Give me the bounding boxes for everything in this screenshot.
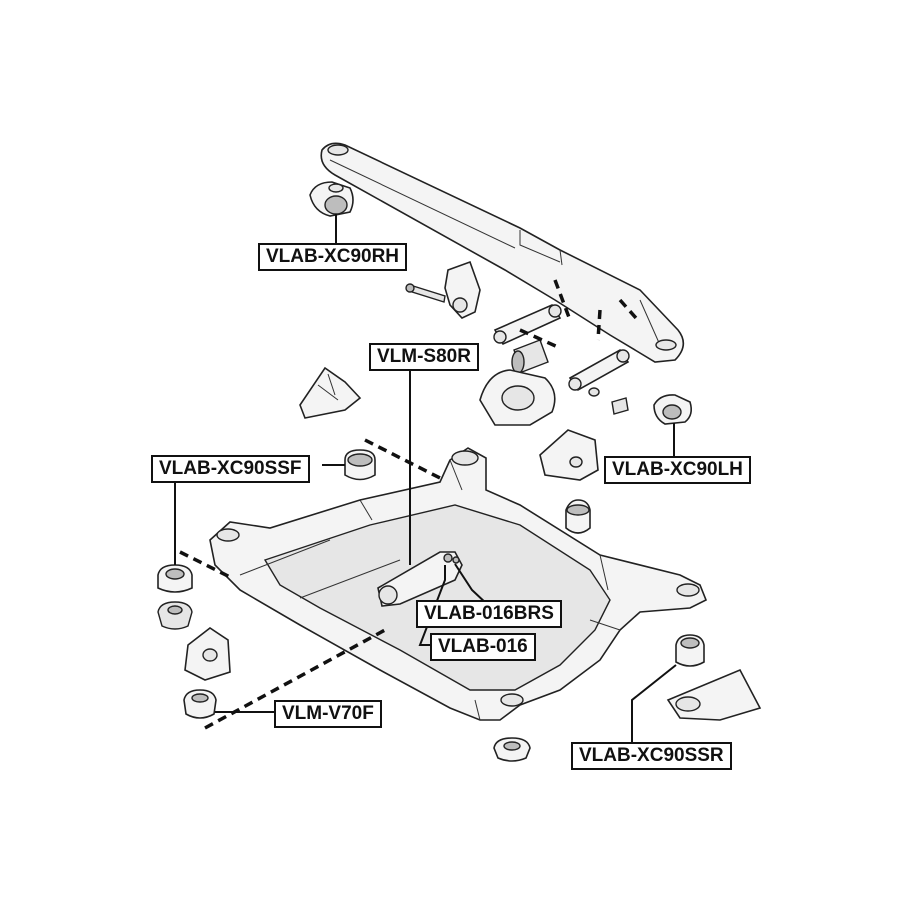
upper-crossmember bbox=[320, 142, 685, 363]
front-subframe bbox=[209, 447, 708, 721]
engine-bracket-left bbox=[299, 366, 362, 419]
xc90ssf-bushing-lower bbox=[157, 564, 193, 630]
label-vlm-v70f[interactable]: VLM-V70F bbox=[274, 700, 382, 728]
leader-lines bbox=[174, 214, 677, 742]
label-vlm-s80r[interactable]: VLM-S80R bbox=[369, 343, 479, 371]
label-vlab-xc90ssf[interactable]: VLAB-XC90SSF bbox=[151, 455, 310, 483]
torque-link bbox=[493, 303, 630, 415]
label-vlab-xc90ssr[interactable]: VLAB-XC90SSR bbox=[571, 742, 732, 770]
engine-bracket-upper bbox=[405, 260, 481, 319]
label-vlab-016[interactable]: VLAB-016 bbox=[430, 633, 536, 661]
label-vlab-016brs[interactable]: VLAB-016BRS bbox=[416, 600, 562, 628]
xc90lh-mount bbox=[653, 394, 692, 425]
xc90ssr-bushing bbox=[666, 634, 762, 721]
xc90ssf-bushing-upper bbox=[344, 449, 376, 481]
v70f-bracket bbox=[183, 627, 231, 719]
label-vlab-xc90rh[interactable]: VLAB-XC90RH bbox=[258, 243, 408, 271]
s80r-housing bbox=[479, 369, 556, 426]
label-vlab-xc90lh[interactable]: VLAB-XC90LH bbox=[604, 456, 751, 484]
016-link bbox=[377, 551, 463, 607]
bottom-washer bbox=[493, 737, 531, 762]
xc90rh-mount bbox=[309, 181, 354, 217]
engine-bracket-right bbox=[539, 429, 599, 534]
